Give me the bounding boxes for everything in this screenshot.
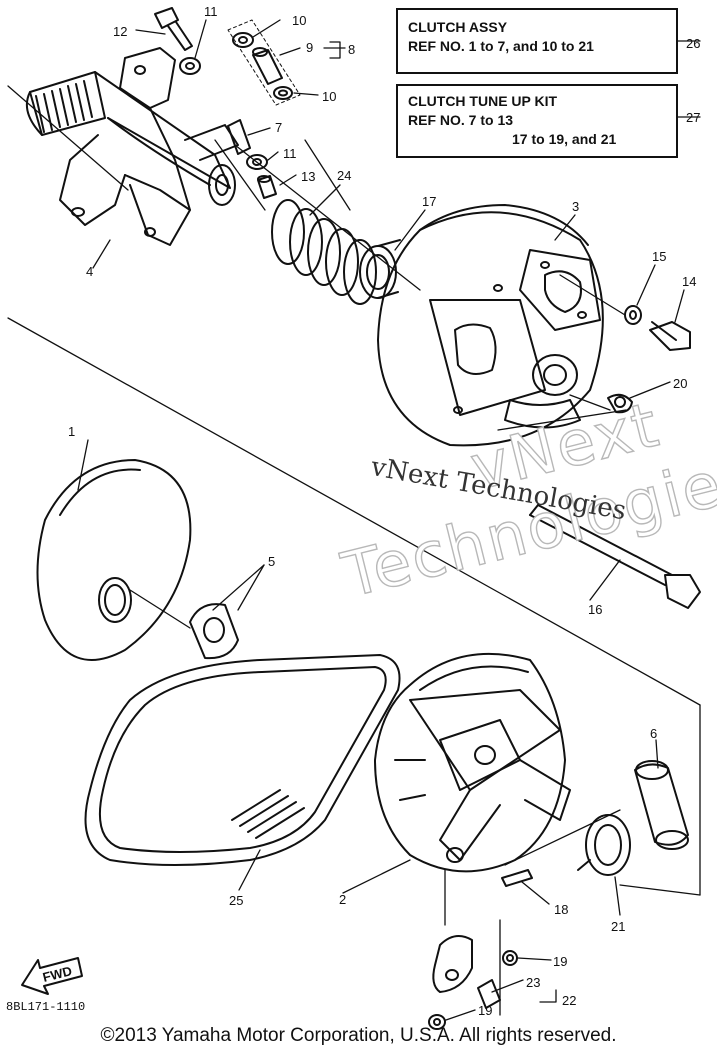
callout-14: 14 <box>682 274 696 289</box>
callout-19a: 19 <box>553 954 567 969</box>
callout-23: 23 <box>526 975 540 990</box>
callout-11b: 11 <box>283 146 297 161</box>
callout-7: 7 <box>275 120 282 135</box>
callout-17: 17 <box>422 194 436 209</box>
callout-19b: 19 <box>478 1003 492 1018</box>
callout-2: 2 <box>339 892 346 907</box>
part-17-bushing <box>359 239 401 299</box>
part-1-fixed-sheave <box>36 459 192 661</box>
callout-1: 1 <box>68 424 75 439</box>
part-21-ring <box>577 814 631 876</box>
callout-9: 9 <box>306 40 313 55</box>
part-5-bushing <box>189 603 239 660</box>
assembly-axis-lines <box>7 85 701 1016</box>
callout-4: 4 <box>86 264 93 279</box>
callout-22: 22 <box>562 993 576 1008</box>
diagram-part-number: 8BL171-1110 <box>6 1000 86 1014</box>
callout-18: 18 <box>554 902 568 917</box>
part-22-weight-assembly <box>428 935 518 1030</box>
callout-24: 24 <box>337 168 351 183</box>
tune-up-kit-box: CLUTCH TUNE UP KIT REF NO. 7 to 13 17 to… <box>396 84 678 158</box>
part-16-long-bolt <box>529 504 701 609</box>
callout-25: 25 <box>229 893 243 908</box>
tune-up-kit-title: CLUTCH TUNE UP KIT <box>408 93 558 109</box>
callout-26: 26 <box>686 36 700 51</box>
fwd-arrow-icon <box>21 957 83 995</box>
callout-5: 5 <box>268 554 275 569</box>
callout-labels: 12 11 10 9 8 10 7 11 13 24 17 3 15 14 20… <box>41 4 700 1018</box>
callout-12: 12 <box>113 24 127 39</box>
part-2-clutch-body <box>374 652 571 873</box>
small-hardware-parts <box>179 19 301 199</box>
tune-up-kit-ref-line1: REF NO. 7 to 13 <box>408 112 514 128</box>
part-25-drive-belt <box>84 654 401 866</box>
part-15-washer <box>624 305 642 325</box>
tune-up-kit-ref-line2: 17 to 19, and 21 <box>512 131 617 147</box>
leader-lines <box>77 19 701 1021</box>
callout-21: 21 <box>611 919 625 934</box>
callout-10a: 10 <box>292 13 306 28</box>
callout-27: 27 <box>686 110 700 125</box>
fwd-label: FWD <box>41 963 73 985</box>
copyright-notice: ©2013 Yamaha Motor Corporation, U.S.A. A… <box>100 1025 617 1046</box>
part-3-cover-sheave <box>377 204 604 447</box>
callout-20: 20 <box>673 376 687 391</box>
callout-3: 3 <box>572 199 579 214</box>
callout-11a: 11 <box>204 4 218 19</box>
callout-6: 6 <box>650 726 657 741</box>
part-24-spring <box>271 199 377 305</box>
callout-15: 15 <box>652 249 666 264</box>
part-20-washer <box>607 393 633 414</box>
callout-8: 8 <box>348 42 355 57</box>
clutch-assy-title: CLUTCH ASSY <box>408 19 508 35</box>
part-12-bolt <box>154 7 193 51</box>
callout-10b: 10 <box>322 89 336 104</box>
part-14-bolt <box>649 321 691 351</box>
part-18-pin <box>501 869 533 887</box>
part-4-spider-hub <box>26 47 239 246</box>
clutch-assy-ref-line: REF NO. 1 to 7, and 10 to 21 <box>408 38 594 54</box>
part-6-sleeve <box>634 760 689 850</box>
callout-16: 16 <box>588 602 602 617</box>
callout-13: 13 <box>301 169 315 184</box>
clutch-assy-box: CLUTCH ASSY REF NO. 1 to 7, and 10 to 21 <box>396 8 678 74</box>
